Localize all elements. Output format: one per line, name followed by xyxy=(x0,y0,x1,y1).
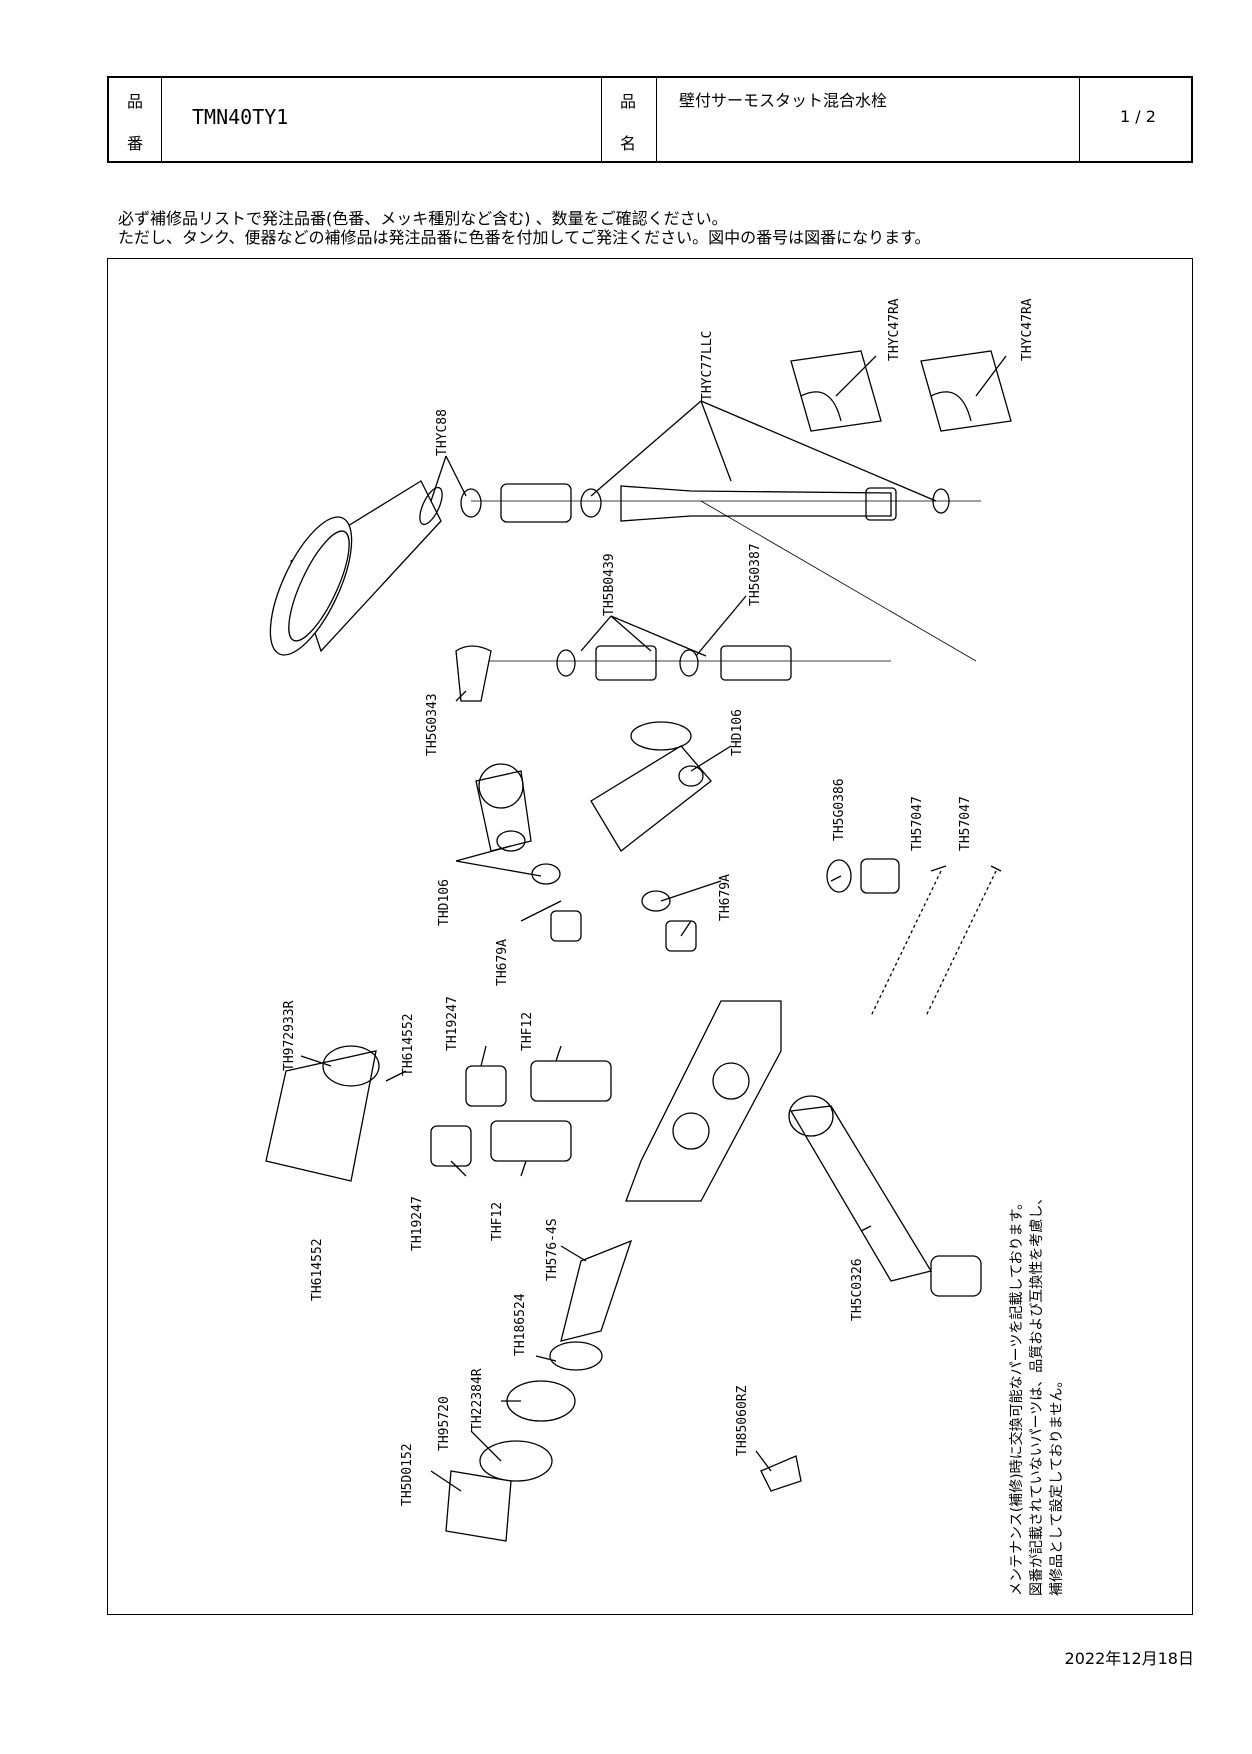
holder-a xyxy=(790,350,882,432)
label-th5g0386: TH5G0386 xyxy=(832,778,847,841)
title-block: 品 番 TMN40TY1 品 名 壁付サーモスタット混合水栓 1 / 2 xyxy=(107,76,1193,163)
label-th614552-a: TH614552 xyxy=(401,1013,416,1076)
union-nut-top xyxy=(465,1065,507,1107)
shower-hose xyxy=(620,485,892,522)
label-th679a-b: TH679A xyxy=(718,874,733,921)
check-valve-top xyxy=(530,1060,612,1102)
exploded-view-frame: THYC47RA THYC47RA THYC77LLC THYC88 TH5B0… xyxy=(107,258,1193,1615)
label-thyc47ra-a: THYC47RA xyxy=(887,298,902,361)
label-th19247-b: TH19247 xyxy=(410,1196,425,1251)
label-th5b0439: TH5B0439 xyxy=(602,553,617,616)
elbow-fitting-left xyxy=(475,770,532,852)
union-nut-bottom xyxy=(430,1125,472,1167)
packing-ring xyxy=(460,488,482,518)
hinban-label-cell: 品 番 xyxy=(109,78,162,161)
holder-b xyxy=(920,350,1012,432)
hinmei-label-2: 名 xyxy=(620,134,637,153)
handle xyxy=(265,1050,377,1182)
label-th5d0152: TH5D0152 xyxy=(400,1443,415,1506)
hinban-label-2: 番 xyxy=(127,134,144,153)
label-th186524: TH186524 xyxy=(513,1293,528,1356)
label-thd106-a: THD106 xyxy=(437,879,452,926)
mixer-body xyxy=(625,1000,782,1202)
label-th85060rz: TH85060RZ xyxy=(735,1385,750,1456)
cap xyxy=(445,1470,512,1542)
filter-ring xyxy=(826,859,852,893)
label-th5g0343: TH5G0343 xyxy=(425,693,440,756)
page-cell: 1 / 2 xyxy=(1080,78,1193,161)
hinban-value-cell: TMN40TY1 xyxy=(162,78,602,161)
label-th57047-b: TH57047 xyxy=(958,796,973,851)
label-th19247-a: TH19247 xyxy=(445,996,460,1051)
key xyxy=(760,1455,802,1492)
elbow-fitting-right xyxy=(590,745,712,852)
label-th5c0326: TH5C0326 xyxy=(850,1258,865,1321)
note-line-2: ただし、タンク、便器などの補修品は発注品番に色番を付加してご発注ください。図中の… xyxy=(118,228,931,247)
cartridge xyxy=(560,1239,633,1342)
maintenance-note-line-1: メンテナンス(補修)時に交換可能なパーツを記載しております。 xyxy=(1008,1196,1025,1596)
strainer xyxy=(860,858,900,894)
label-thyc47ra-b: THYC47RA xyxy=(1020,298,1035,361)
product-name: 壁付サーモスタット混合水栓 xyxy=(679,91,888,110)
label-thd106-b: THD106 xyxy=(730,709,745,756)
label-thf12-b: THF12 xyxy=(490,1202,505,1241)
maintenance-note-line-2: 図番が記載されていないパーツは、品質および互換性を考慮し、 xyxy=(1028,1191,1045,1596)
label-th972933r: TH972933R xyxy=(282,1000,297,1071)
label-th576-4s: TH576-4S xyxy=(545,1218,560,1281)
label-thyc77llc: THYC77LLC xyxy=(700,331,715,401)
label-th57047-a: TH57047 xyxy=(910,796,925,851)
shower-head xyxy=(269,480,443,656)
page-number: 1 / 2 xyxy=(1120,107,1156,126)
hinmei-label-1: 品 xyxy=(620,92,637,111)
label-th679a-a: TH679A xyxy=(495,939,510,986)
label-th22384r: TH22384R xyxy=(470,1368,485,1431)
adapter xyxy=(595,645,657,681)
label-thf12-a: THF12 xyxy=(520,1012,535,1051)
product-number: TMN40TY1 xyxy=(192,105,289,129)
label-th95720: TH95720 xyxy=(437,1396,452,1451)
exploded-diagram: THYC47RA THYC47RA THYC77LLC THYC88 TH5B0… xyxy=(265,298,1065,1596)
hinban-label-1: 品 xyxy=(127,92,144,111)
hinmei-label-cell: 品 名 xyxy=(602,78,657,161)
chain-b xyxy=(925,870,997,1017)
chain-a xyxy=(870,870,942,1017)
hinmei-value-cell: 壁付サーモスタット混合水栓 xyxy=(657,78,1080,161)
label-th5g0387: TH5G0387 xyxy=(748,543,763,606)
hose-nut xyxy=(500,483,572,523)
check-valve-bottom xyxy=(490,1120,572,1162)
label-th614552-b: TH614552 xyxy=(310,1238,325,1301)
maintenance-note-line-3: 補修品として設定しておりません。 xyxy=(1049,1374,1065,1596)
note-line-1: 必ず補修品リストで発注品番(色番、メッキ種別など含む) 、数量をご確認ください。 xyxy=(118,209,728,228)
label-thyc88: THYC88 xyxy=(435,409,450,456)
spout xyxy=(789,1105,933,1282)
elbow xyxy=(455,645,492,702)
issue-date: 2022年12月18日 xyxy=(1064,1649,1194,1668)
